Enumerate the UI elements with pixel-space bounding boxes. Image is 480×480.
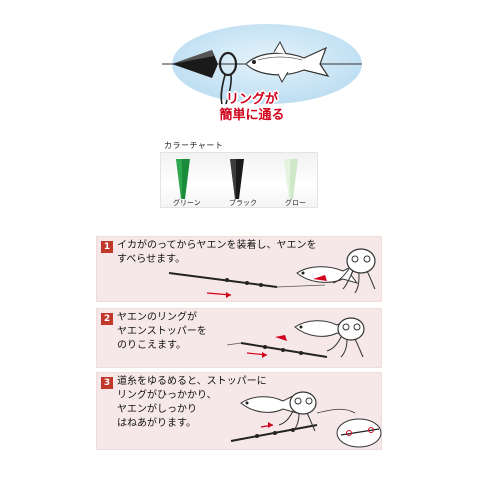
ring-caption-line-1: リングが — [225, 92, 278, 107]
top-illustration — [162, 20, 362, 116]
step-1-illustration — [168, 248, 376, 298]
step-2-illustration — [226, 317, 365, 358]
swatch-label-green: グリーン — [173, 199, 201, 207]
step-2-number: 2 — [101, 313, 113, 325]
ring-caption-line-2: 簡単に通る — [219, 108, 285, 123]
ring-caption: リングが 簡単に通る — [207, 92, 297, 124]
swatch-label-black: ブラック — [229, 199, 257, 207]
swatch-green-icon — [176, 159, 190, 199]
fish-icon — [245, 40, 330, 84]
color-chart-title: カラーチャート — [164, 141, 224, 150]
color-chart: グリーン ブラック グロー — [160, 152, 318, 208]
step-1-panel: 1 イカがのってからヤエンを装着し、ヤエンを すべらせます。 — [96, 236, 382, 302]
swatch-black-icon — [230, 159, 244, 199]
step-1-text: イカがのってからヤエンを装着し、ヤエンを すべらせます。 — [117, 240, 317, 265]
step-3-illustration — [230, 391, 382, 448]
step-2-text: ヤエンのリングが ヤエンストッパーを のりこえます。 — [117, 312, 207, 351]
step-1-number: 1 — [101, 241, 113, 253]
ring-icon — [218, 51, 238, 77]
step-3-panel: 3 道糸をゆるめると、ストッパーに リングがひっかかり、 ヤエンがしっかり はね… — [96, 372, 382, 450]
swatch-label-glow: グロー — [285, 199, 306, 207]
step-2-panel: 2 ヤエンのリングが ヤエンストッパーを のりこえます。 — [96, 308, 382, 368]
step-3-text: 道糸をゆるめると、ストッパーに リングがひっかかり、 ヤエンがしっかり はねあが… — [117, 376, 267, 429]
swatch-glow-icon — [284, 159, 298, 199]
step-3-number: 3 — [101, 377, 113, 389]
